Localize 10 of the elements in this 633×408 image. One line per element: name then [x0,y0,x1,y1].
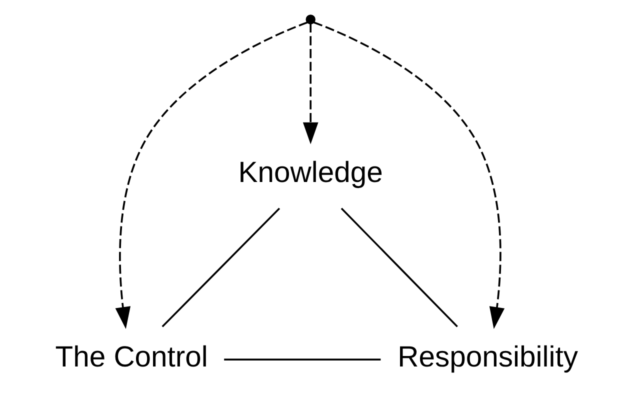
node-point [305,14,315,24]
connector [340,208,458,328]
connector [161,208,280,328]
connector [224,358,380,360]
arrow [114,22,308,329]
node-text: The Control [54,342,208,374]
arrow [302,23,318,144]
arrow [312,22,504,329]
node-text: Knowledge [238,157,382,190]
node-text: Responsibility [397,342,578,374]
